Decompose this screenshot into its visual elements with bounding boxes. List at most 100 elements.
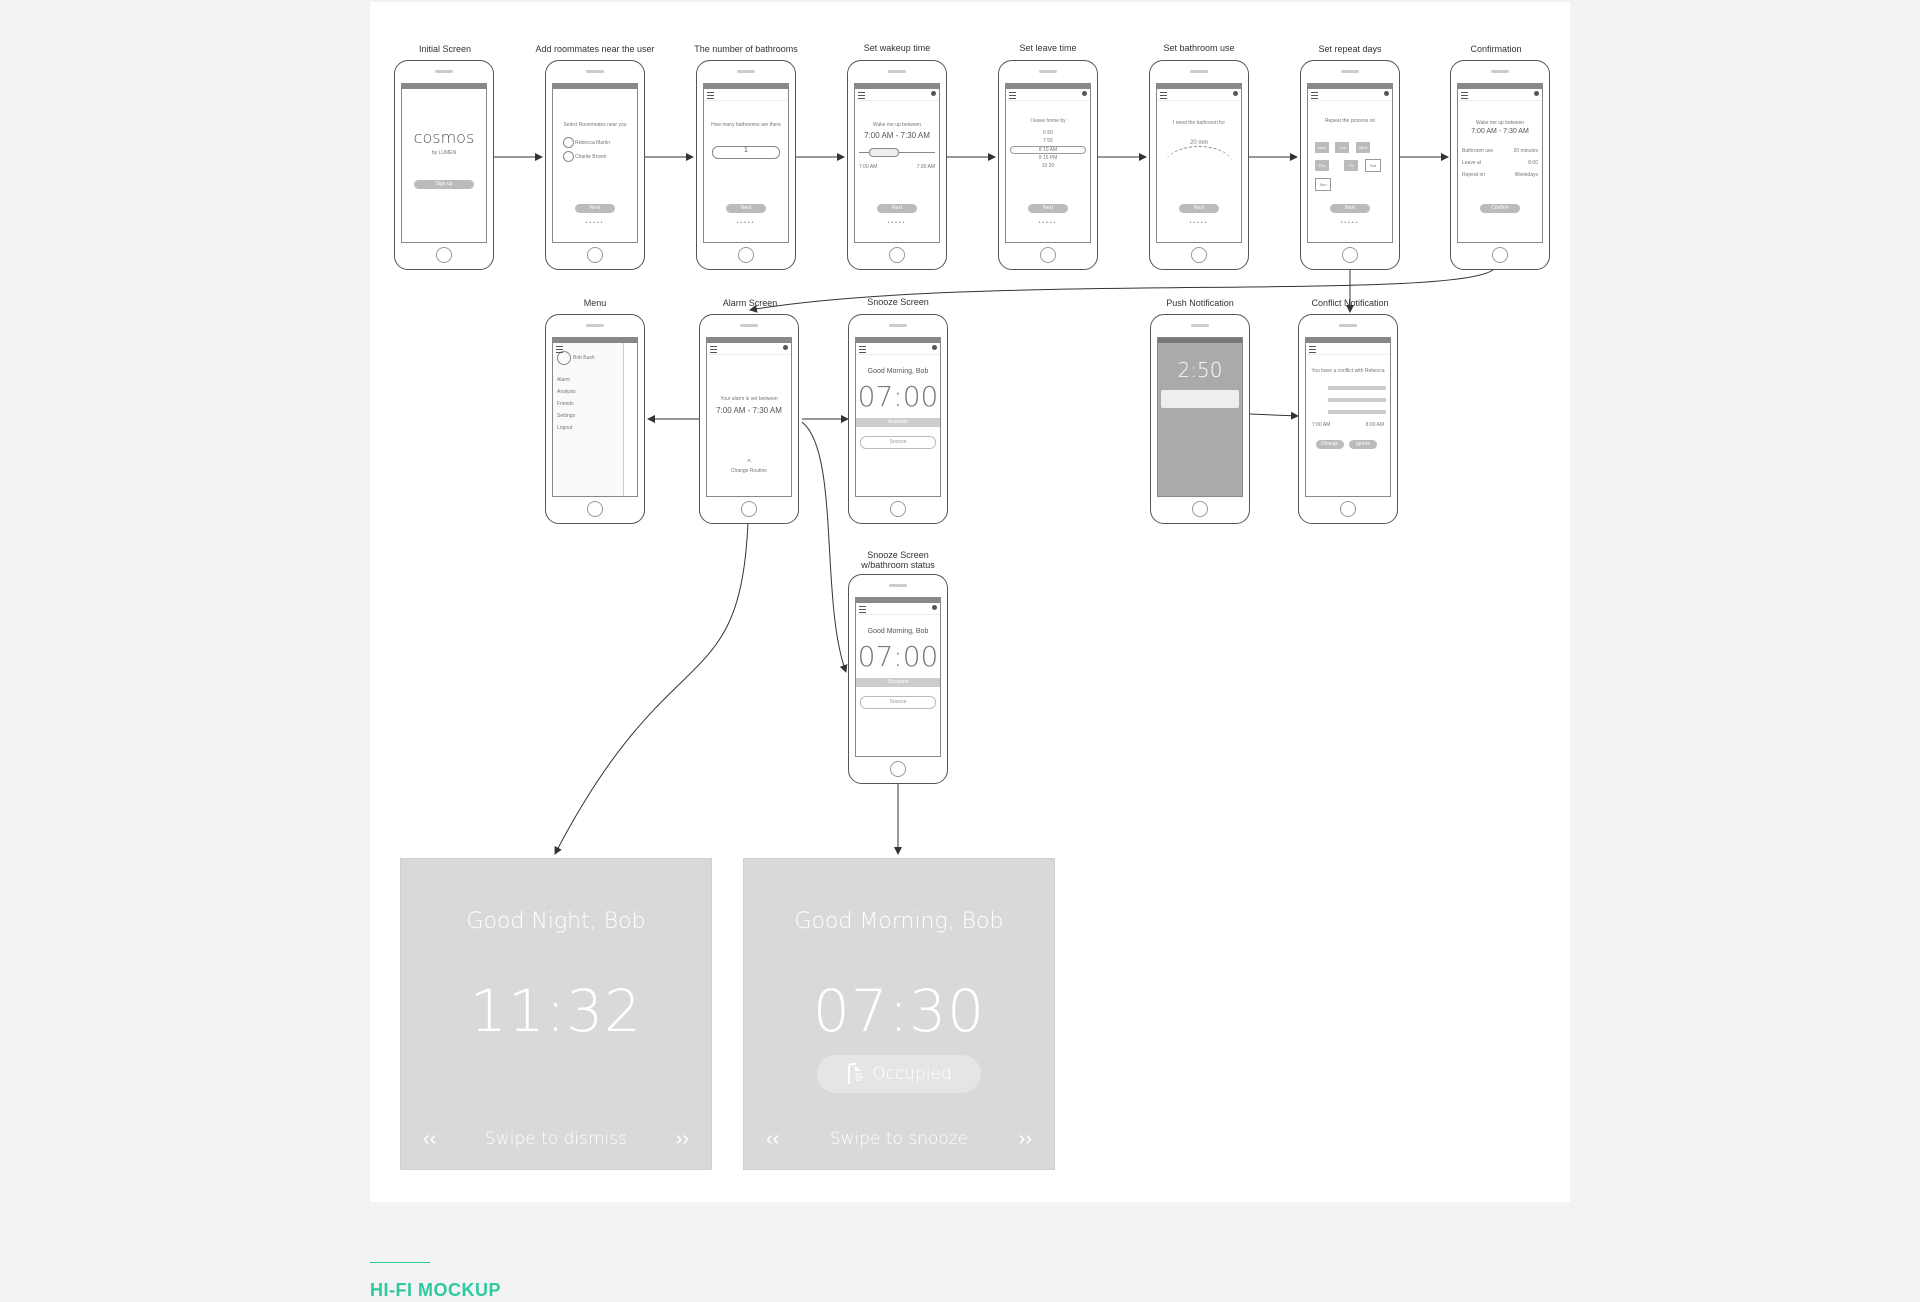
time-row: 10 20 xyxy=(1041,163,1055,169)
next-button[interactable]: Next xyxy=(726,204,766,213)
day-sun[interactable]: Sun xyxy=(1315,178,1331,191)
menu-icon[interactable] xyxy=(1309,346,1316,353)
next-button[interactable]: Next xyxy=(1179,204,1219,213)
avatar xyxy=(563,151,574,162)
roommate-1[interactable]: Rebecca Martin xyxy=(575,140,611,146)
phone-roommates: Select Roommates near you Rebecca Martin… xyxy=(545,60,645,270)
push-notification[interactable] xyxy=(1161,390,1239,408)
hifi-night-card: Good Night, Bob 11:32 ‹‹ Swipe to dismis… xyxy=(400,858,712,1170)
bathrooms-prompt: How many bathrooms are there xyxy=(710,122,782,128)
lockscreen-time: 2:50 xyxy=(1177,358,1223,382)
wakeup-range: 7:00 AM - 7:30 AM xyxy=(864,131,930,140)
day-sat[interactable]: Sat xyxy=(1364,159,1381,172)
phone-snooze-status: Good Morning, Bob 07:00 Occupied Snooze xyxy=(848,574,948,784)
confirm-row-value: Weekdays xyxy=(1514,172,1538,178)
menu-item-alarm[interactable]: Alarm xyxy=(557,377,571,383)
change-button[interactable]: Change xyxy=(1315,440,1344,449)
phone-leave: I leave home by 6 50 7 55 8 10 AM 9 15 P… xyxy=(998,60,1098,270)
chevron-left-icon[interactable]: ‹‹ xyxy=(423,1128,437,1150)
menu-item-settings[interactable]: Settings xyxy=(557,413,576,419)
menu-icon[interactable] xyxy=(1311,92,1318,99)
cosmos-logo: cosmos xyxy=(413,128,475,147)
snooze-slider[interactable]: Snooze xyxy=(860,696,936,709)
menu-icon[interactable] xyxy=(1160,92,1167,99)
user-icon[interactable] xyxy=(1384,91,1389,96)
next-button[interactable]: Next xyxy=(575,204,615,213)
menu-icon[interactable] xyxy=(1461,92,1468,99)
user-icon[interactable] xyxy=(932,345,937,350)
shower-icon xyxy=(848,1063,864,1084)
day-wed[interactable]: Wed xyxy=(1355,142,1370,153)
confirm-row-value: 8:00 xyxy=(1528,160,1538,166)
label-conflict: Conflict Notification xyxy=(1311,298,1389,308)
phone-push: 2:50 xyxy=(1150,314,1250,524)
label-leave: Set leave time xyxy=(1019,43,1077,53)
confirm-button[interactable]: Confirm xyxy=(1480,204,1520,213)
roommates-prompt: Select Roommates near you xyxy=(563,122,627,128)
user-icon[interactable] xyxy=(783,345,788,350)
phone-bathrooms: How many bathrooms are there 1 Next ••••… xyxy=(696,60,796,270)
phone-alarm: Your alarm is set between 7:00 AM - 7:30… xyxy=(699,314,799,524)
slider-handle[interactable] xyxy=(869,148,899,157)
user-icon[interactable] xyxy=(1082,91,1087,96)
confirm-prompt: Wake me up between xyxy=(1475,120,1525,126)
conflict-prompt: You have a conflict with Rebecca xyxy=(1311,368,1385,374)
next-button[interactable]: Next xyxy=(1330,204,1370,213)
user-icon[interactable] xyxy=(931,91,936,96)
alarm-prompt: Your alarm is set between xyxy=(720,396,778,402)
user-icon[interactable] xyxy=(1233,91,1238,96)
phone-snooze: Good Morning, Bob 07:00 Available Snooze xyxy=(848,314,948,524)
time-row: 7 55 xyxy=(1043,138,1053,144)
swipe-snooze[interactable]: Swipe to snooze xyxy=(829,1129,969,1149)
menu-icon[interactable] xyxy=(1009,92,1016,99)
logo-byline: by LUMEN xyxy=(431,150,457,156)
sign-up-button[interactable]: Sign up xyxy=(414,180,474,189)
day-fri[interactable]: Fri xyxy=(1344,160,1359,171)
morning-time: 07:30 xyxy=(812,977,986,1045)
menu-icon[interactable] xyxy=(859,606,866,613)
chevron-right-icon[interactable]: ›› xyxy=(1018,1128,1032,1150)
chevron-up-icon[interactable]: ^ xyxy=(747,458,751,467)
page-dots: ••••• xyxy=(1038,220,1058,226)
arrow-push-conflict xyxy=(1249,411,1299,420)
time-row-selected[interactable]: 8 10 AM xyxy=(1010,146,1086,154)
ignore-button[interactable]: Ignore xyxy=(1349,440,1378,449)
phone-bath-use: I need the bathroom for 20 min Next ••••… xyxy=(1149,60,1249,270)
bathroom-stepper[interactable]: 1 xyxy=(712,146,780,159)
duration-dial[interactable] xyxy=(1165,146,1233,183)
menu-icon[interactable] xyxy=(859,346,866,353)
label-menu: Menu xyxy=(583,298,607,308)
label-wakeup: Set wakeup time xyxy=(863,43,931,53)
night-greeting: Good Night, Bob xyxy=(466,909,646,934)
next-button[interactable]: Next xyxy=(877,204,917,213)
menu-item-logout[interactable]: Logout xyxy=(557,425,573,431)
snooze-slider[interactable]: Snooze xyxy=(860,436,936,449)
day-tue[interactable]: Tue xyxy=(1335,142,1350,153)
hifi-morning-card: Good Morning, Bob 07:30 Occupied ‹‹ Swip… xyxy=(743,858,1055,1170)
menu-icon[interactable] xyxy=(707,92,714,99)
menu-icon[interactable] xyxy=(858,92,865,99)
alarm-range: 7:00 AM - 7:30 AM xyxy=(716,406,782,415)
slider-right: 7:30 AM xyxy=(916,164,935,170)
swipe-dismiss[interactable]: Swipe to dismiss xyxy=(485,1129,627,1149)
menu-icon[interactable] xyxy=(710,346,717,353)
chevron-left-icon[interactable]: ‹‹ xyxy=(766,1128,780,1150)
night-time: 11:32 xyxy=(469,977,643,1045)
stepper-value: 1 xyxy=(744,147,748,154)
menu-item-analysis[interactable]: Analysis xyxy=(557,389,576,395)
change-routine-link[interactable]: Change Routine xyxy=(730,468,768,474)
next-button[interactable]: Next xyxy=(1028,204,1068,213)
menu-icon[interactable] xyxy=(556,346,563,353)
day-thu[interactable]: Thu xyxy=(1315,160,1329,171)
leave-prompt: I leave home by xyxy=(1030,118,1066,124)
user-icon[interactable] xyxy=(1534,91,1539,96)
day-mon[interactable]: Mon xyxy=(1315,142,1329,153)
repeat-prompt: Repeat the process on xyxy=(1324,118,1376,124)
chevron-right-icon[interactable]: ›› xyxy=(675,1128,689,1150)
page-dots: ••••• xyxy=(1340,220,1360,226)
roommate-2[interactable]: Charlie Brown xyxy=(575,154,607,160)
phone-menu: Bob Bush Alarm Analysis Friends Settings… xyxy=(545,314,645,524)
phone-wakeup: Wake me up between 7:00 AM - 7:30 AM 7:0… xyxy=(847,60,947,270)
user-icon[interactable] xyxy=(932,605,937,610)
menu-item-friends[interactable]: Friends xyxy=(557,401,574,407)
